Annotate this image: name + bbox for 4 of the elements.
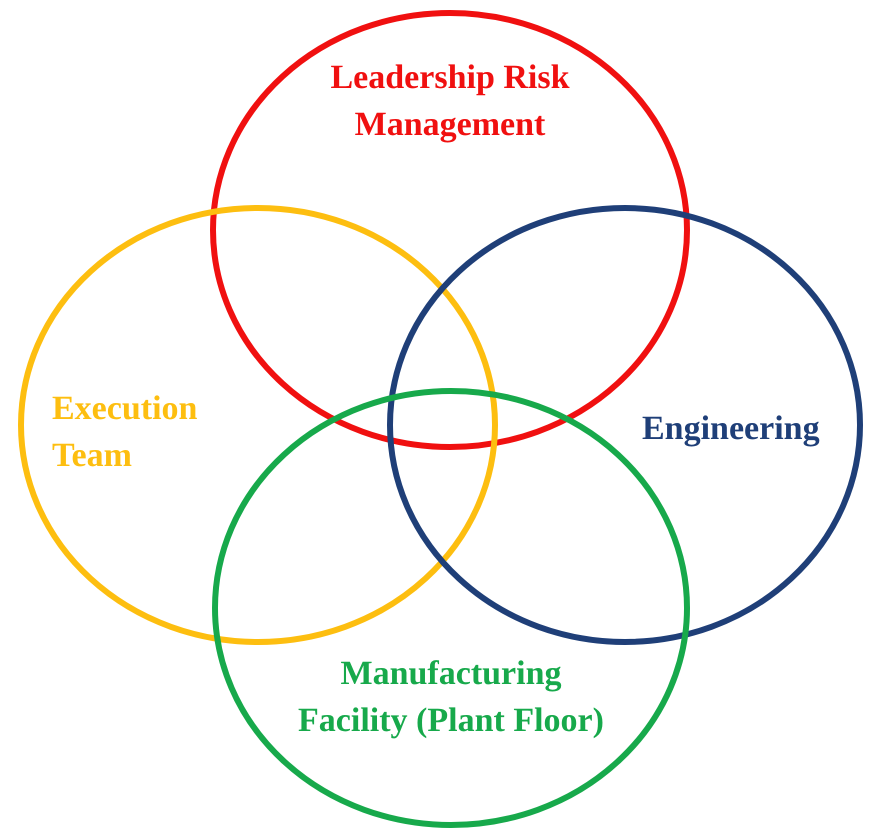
circle-label: Leadership Risk Management [330,58,570,145]
circle-label: Engineering [642,409,821,449]
circle-label: Manufacturing Facility (Plant Floor) [297,654,605,741]
circle-label: Execution Team [52,389,198,476]
